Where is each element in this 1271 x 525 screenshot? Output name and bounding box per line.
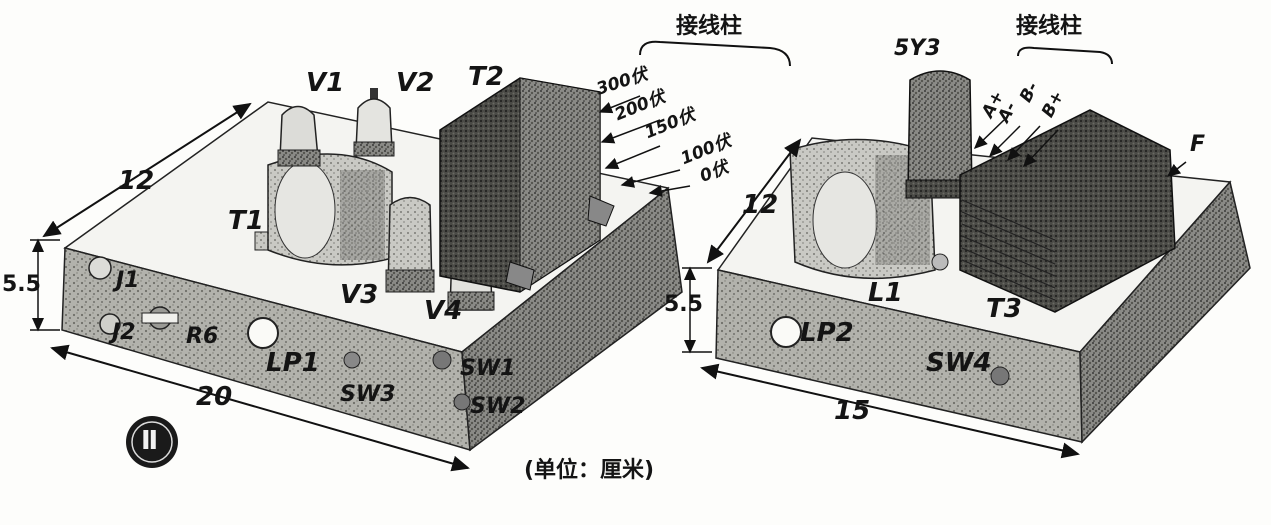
v1-tube <box>277 105 321 167</box>
sw2-switch <box>453 393 471 411</box>
sw3-label: SW3 <box>340 382 396 407</box>
right-depth-label: 12 <box>742 190 779 220</box>
unit-note: (单位：厘米) <box>524 458 655 483</box>
v2-label: V2 <box>396 68 435 98</box>
j2-label: J2 <box>112 320 136 345</box>
right-width-dimension-line <box>700 363 1080 459</box>
v4-label: V4 <box>424 296 463 326</box>
badge <box>126 416 178 468</box>
j2-jack <box>99 313 121 335</box>
r6-label: R6 <box>186 324 219 349</box>
5y3-label: 5Y3 <box>894 36 941 61</box>
sw1-label: SW1 <box>460 356 516 381</box>
right-height-label: 5.5 <box>664 292 703 317</box>
l1-label: L1 <box>868 278 903 308</box>
lp2-pilot-lamp <box>770 316 802 348</box>
terminal-f: F <box>1190 132 1206 157</box>
5y3-rectifier-tube <box>905 70 975 199</box>
left-chassis <box>30 40 791 472</box>
r6-potentiometer <box>141 306 179 330</box>
right-terminal-brace <box>1017 46 1113 65</box>
v3-label: V3 <box>340 280 379 310</box>
v2-tube <box>353 88 395 157</box>
sw1-switch <box>432 350 452 370</box>
lp1-label: LP1 <box>266 348 320 378</box>
t1-transformer <box>254 153 411 266</box>
badge-label: Ⅱ <box>141 426 159 456</box>
left-depth-label: 12 <box>118 166 155 196</box>
v1-label: V1 <box>306 68 345 98</box>
left-width-dimension-line <box>50 344 470 472</box>
right-chassis <box>682 46 1251 459</box>
sw2-label: SW2 <box>470 394 526 419</box>
t3-label: T3 <box>986 294 1022 324</box>
t2-transformer <box>439 77 615 293</box>
lp1-pilot-lamp <box>247 317 279 349</box>
left-height-label: 5.5 <box>2 272 41 297</box>
j1-jack <box>88 256 112 280</box>
j1-label: J1 <box>116 268 140 293</box>
left-terminal-brace <box>639 40 791 67</box>
right-depth-dimension-line <box>706 138 802 264</box>
right-terminal-header: 接线柱 <box>1016 14 1083 39</box>
t2-label: T2 <box>468 62 504 92</box>
right-width-label: 15 <box>834 396 871 426</box>
sw4-switch <box>990 366 1010 386</box>
right-chassis-side <box>1079 180 1251 444</box>
lp2-label: LP2 <box>800 318 854 348</box>
sw4-label: SW4 <box>926 348 992 378</box>
left-terminal-header: 接线柱 <box>676 14 743 39</box>
sw3-switch <box>343 351 361 369</box>
t1-label: T1 <box>228 206 264 236</box>
left-width-label: 20 <box>196 382 233 412</box>
left-depth-dimension-line <box>42 102 252 238</box>
v3-tube <box>385 196 435 293</box>
